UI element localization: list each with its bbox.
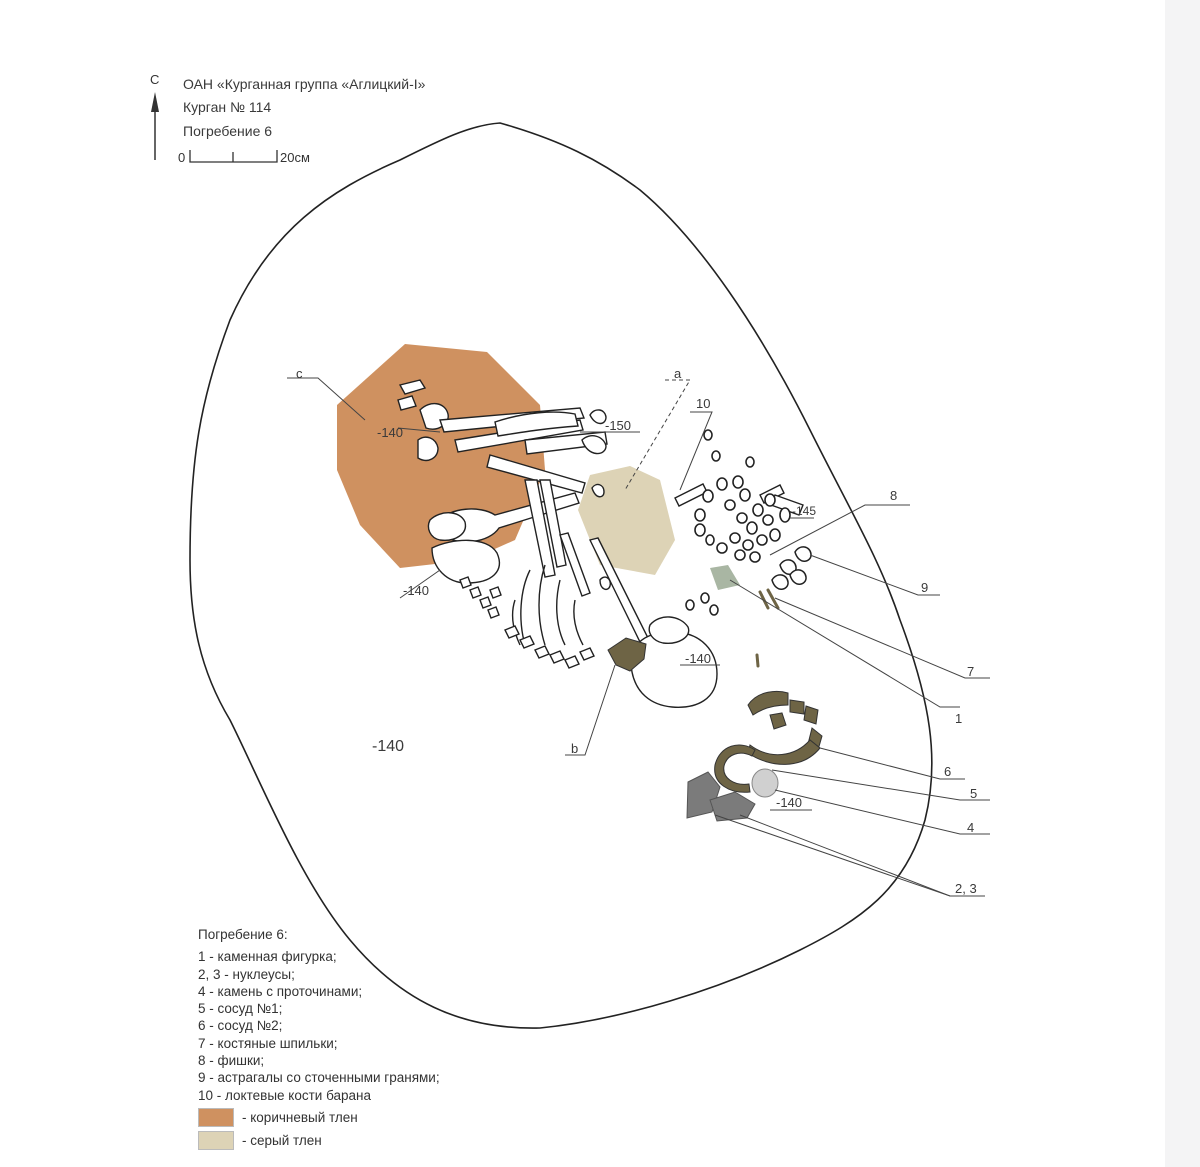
label-9: 9 xyxy=(921,580,928,595)
legend-item: 10 - локтевые кости барана xyxy=(198,1087,371,1103)
burial-title: Погребение 6 xyxy=(183,123,273,139)
swatch-label: - коричневый тлен xyxy=(242,1109,358,1125)
game-chips xyxy=(685,429,791,616)
north-label: С xyxy=(150,72,160,87)
legend-item: 5 - сосуд №1; xyxy=(198,1001,283,1017)
label-c: c xyxy=(296,366,303,381)
stone-figurine xyxy=(710,565,740,590)
grey-swatch xyxy=(198,1130,234,1150)
label-4: 4 xyxy=(967,820,974,835)
legend-item: 1 - каменная фигурка; xyxy=(198,949,337,965)
page-edge xyxy=(1165,0,1200,1167)
scale-end: 20см xyxy=(280,150,310,165)
depth-label: -140 xyxy=(377,425,403,440)
depth-label: -140 xyxy=(685,651,711,666)
swatch-label: - серый тлен xyxy=(242,1132,322,1148)
vessel-2 xyxy=(747,691,823,765)
label-5: 5 xyxy=(970,786,977,801)
vessel-1 xyxy=(714,744,756,793)
legend-swatch-brown: - коричневый тлен xyxy=(198,1107,440,1127)
legend-item: 2, 3 - нуклеусы; xyxy=(198,966,295,982)
depth-label: -140 xyxy=(403,583,429,598)
object-b xyxy=(607,637,647,672)
grooved-stone xyxy=(751,768,779,798)
depth-label: -140 xyxy=(372,738,404,755)
label-a: a xyxy=(674,366,682,381)
brown-decay-area xyxy=(337,344,545,568)
label-6: 6 xyxy=(944,764,951,779)
astragali xyxy=(771,546,812,590)
north-arrow-icon xyxy=(151,92,159,160)
label-b: b xyxy=(571,741,578,756)
depth-label: -150 xyxy=(605,418,631,433)
depth-label: -145 xyxy=(792,504,816,518)
legend-item: 8 - фишки; xyxy=(198,1053,265,1069)
pit-outline xyxy=(189,122,933,1029)
scale-start: 0 xyxy=(178,150,186,165)
brown-swatch xyxy=(198,1107,234,1127)
bone-pins xyxy=(755,588,780,668)
site-title: ОАН «Курганная группа «Аглицкий-I» xyxy=(183,76,426,92)
legend-item: 4 - камень с проточинами; xyxy=(198,983,363,999)
depth-label: -140 xyxy=(776,795,802,810)
label-2-3: 2, 3 xyxy=(955,881,977,896)
core-3 xyxy=(709,791,756,822)
legend-item: 9 - астрагалы со сточенными гранями; xyxy=(198,1070,440,1086)
leader-lines xyxy=(287,377,990,897)
legend: Погребение 6: 1 - каменная фигурка; 2, 3… xyxy=(198,926,440,1150)
legend-item: 6 - сосуд №2; xyxy=(198,1018,283,1034)
scale-bar xyxy=(189,150,278,163)
kurgan-title: Курган № 114 xyxy=(183,99,272,115)
label-7: 7 xyxy=(967,664,974,679)
skeleton xyxy=(397,379,718,708)
label-8: 8 xyxy=(890,488,897,503)
legend-title: Погребение 6: xyxy=(198,927,288,942)
grey-decay-area xyxy=(578,466,675,575)
label-1: 1 xyxy=(955,711,962,726)
legend-swatch-grey: - серый тлен xyxy=(198,1130,440,1150)
legend-item: 7 - костяные шпильки; xyxy=(198,1035,338,1051)
label-10: 10 xyxy=(696,396,710,411)
